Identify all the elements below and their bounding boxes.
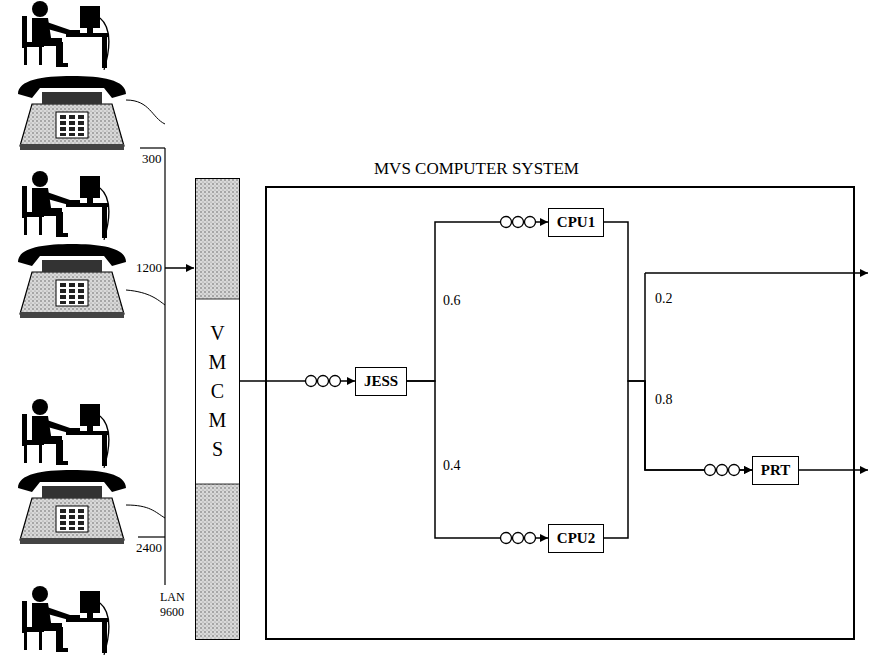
line-speed: 1200 — [136, 260, 162, 275]
exit-arrow — [799, 469, 868, 471]
terminal-user-icon — [22, 1, 109, 70]
queue-slot — [501, 533, 512, 544]
queue-slot — [501, 217, 512, 228]
box-label: JESS — [364, 372, 398, 390]
queue-slot — [306, 376, 317, 387]
system-title: MVS COMPUTER SYSTEM — [372, 159, 581, 179]
probability: 0.8 — [655, 392, 673, 407]
telephone-icon — [18, 244, 126, 318]
process-box: CPU1 — [548, 208, 604, 237]
line-bundle — [164, 148, 165, 585]
queue-slot — [513, 217, 524, 228]
line-speed: LAN 9600 — [160, 590, 190, 620]
queue-slot — [717, 465, 728, 476]
flow-arrow — [407, 222, 548, 381]
band-text: VM CMS — [208, 319, 228, 464]
telephone-icon — [18, 76, 126, 150]
stipple-block — [196, 484, 239, 639]
flow-arrow — [604, 381, 752, 538]
process-box: JESS — [355, 367, 407, 396]
box-label: CPU1 — [557, 213, 595, 231]
line-speed: 2400 — [136, 540, 162, 555]
phone-cord — [126, 505, 165, 518]
process-box: CPU2 — [548, 524, 604, 553]
terminal-user-icon — [22, 399, 109, 468]
process-box: PRT — [752, 456, 799, 485]
telephone-icon — [18, 470, 126, 544]
terminal-user-icon — [22, 171, 109, 240]
probability: 0.2 — [655, 291, 673, 306]
line-tick — [140, 147, 165, 148]
line-tick — [138, 536, 165, 537]
probability: 0.6 — [443, 293, 461, 308]
probability: 0.4 — [443, 458, 461, 473]
box-label: PRT — [761, 461, 790, 479]
terminal-user-icon — [22, 586, 109, 655]
queue-slot — [513, 533, 524, 544]
stipple-edge — [196, 484, 239, 485]
queue-slot — [525, 217, 536, 228]
queue-slot — [525, 533, 536, 544]
vm-cms-band: VM CMS — [195, 178, 240, 640]
queue-slot — [705, 465, 716, 476]
line-speed: 300 — [142, 151, 162, 166]
box-label: CPU2 — [557, 529, 595, 547]
queue-slot — [330, 376, 341, 387]
phone-cord — [126, 290, 165, 305]
stipple-edge — [196, 299, 239, 300]
flow-arrow — [407, 381, 548, 538]
input-arrow — [165, 267, 194, 269]
phone-cord — [126, 100, 165, 124]
system-boundary: MVS COMPUTER SYSTEMJESSCPU1CPU2PRT — [265, 186, 855, 640]
flow-arrow — [604, 222, 752, 470]
queue-slot — [729, 465, 740, 476]
queue-slot — [318, 376, 329, 387]
exit-arrow — [645, 272, 868, 274]
stipple-block — [196, 179, 239, 299]
